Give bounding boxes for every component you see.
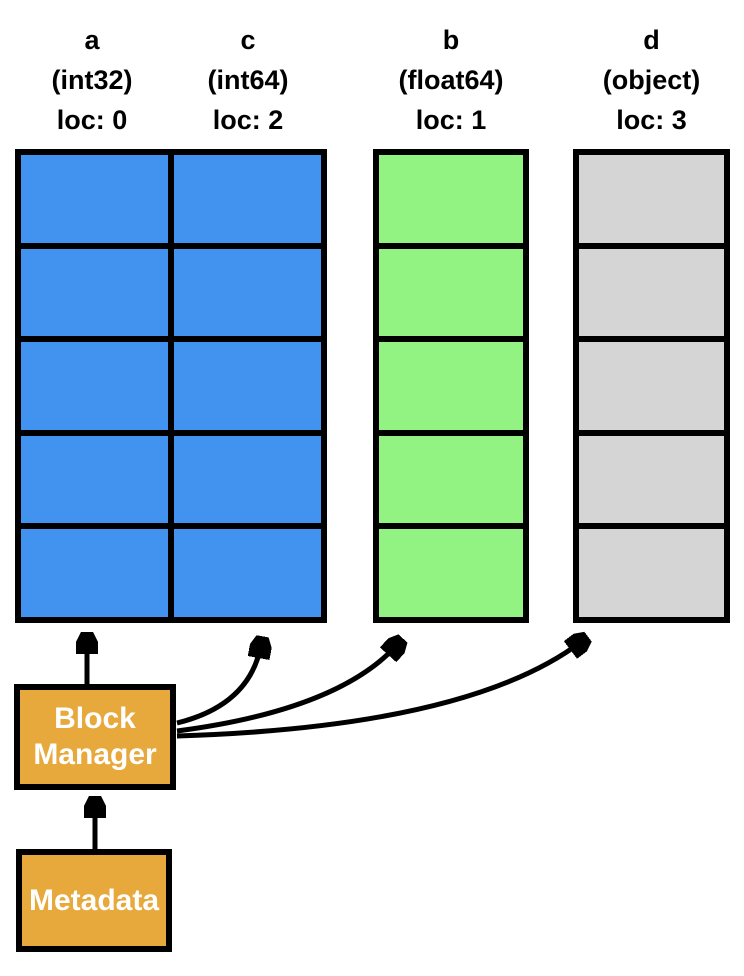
block-manager-label-line1: Block	[54, 702, 136, 735]
arrow-blockmanager-to-b	[176, 645, 397, 734]
block-cell	[174, 342, 321, 430]
block-cell	[379, 342, 523, 430]
column-dtype: (object)	[602, 65, 701, 95]
column-name: a	[84, 25, 100, 55]
column-dtype: (int64)	[207, 65, 289, 95]
column-name: d	[643, 25, 660, 55]
column-loc: loc: 0	[56, 105, 128, 135]
column-header-c: c (int64) loc: 2	[169, 20, 327, 140]
block-cell	[379, 529, 523, 617]
column-loc: loc: 2	[212, 105, 284, 135]
block-manager-box: Block Manager	[14, 684, 176, 790]
block-manager-label-line2: Manager	[33, 738, 157, 771]
column-dtype: (int32)	[51, 65, 133, 95]
column-loc: loc: 1	[415, 105, 487, 135]
metadata-label: Metadata	[28, 883, 160, 917]
block-cell	[579, 342, 724, 430]
column-dtype: (float64)	[398, 65, 504, 95]
arrow-blockmanager-to-d	[176, 642, 581, 739]
column-header-a: a (int32) loc: 0	[15, 20, 169, 140]
block-cell	[21, 435, 168, 524]
int-block	[15, 149, 327, 623]
block-cell	[579, 529, 724, 617]
column-header-b: b (float64) loc: 1	[373, 20, 529, 140]
block-cell	[174, 529, 321, 617]
column-header-d: d (object) loc: 3	[573, 20, 730, 140]
block-cell	[379, 155, 523, 243]
arrow-blockmanager-to-c	[176, 645, 261, 726]
block-cell	[579, 155, 724, 243]
block-cell	[21, 342, 168, 430]
block-cell	[21, 248, 168, 337]
block-cell	[174, 155, 321, 243]
block-cell	[174, 248, 321, 337]
column-name: b	[442, 25, 460, 55]
column-loc: loc: 3	[616, 105, 687, 135]
block-cell	[379, 435, 523, 524]
float-block	[373, 149, 529, 623]
block-cell	[379, 248, 523, 337]
block-cell	[21, 529, 168, 617]
object-block	[573, 149, 730, 623]
block-cell	[21, 155, 168, 243]
metadata-box: Metadata	[16, 849, 172, 952]
block-cell	[579, 248, 724, 337]
block-cell	[579, 435, 724, 524]
block-cell	[174, 435, 321, 524]
column-name: c	[240, 25, 256, 55]
